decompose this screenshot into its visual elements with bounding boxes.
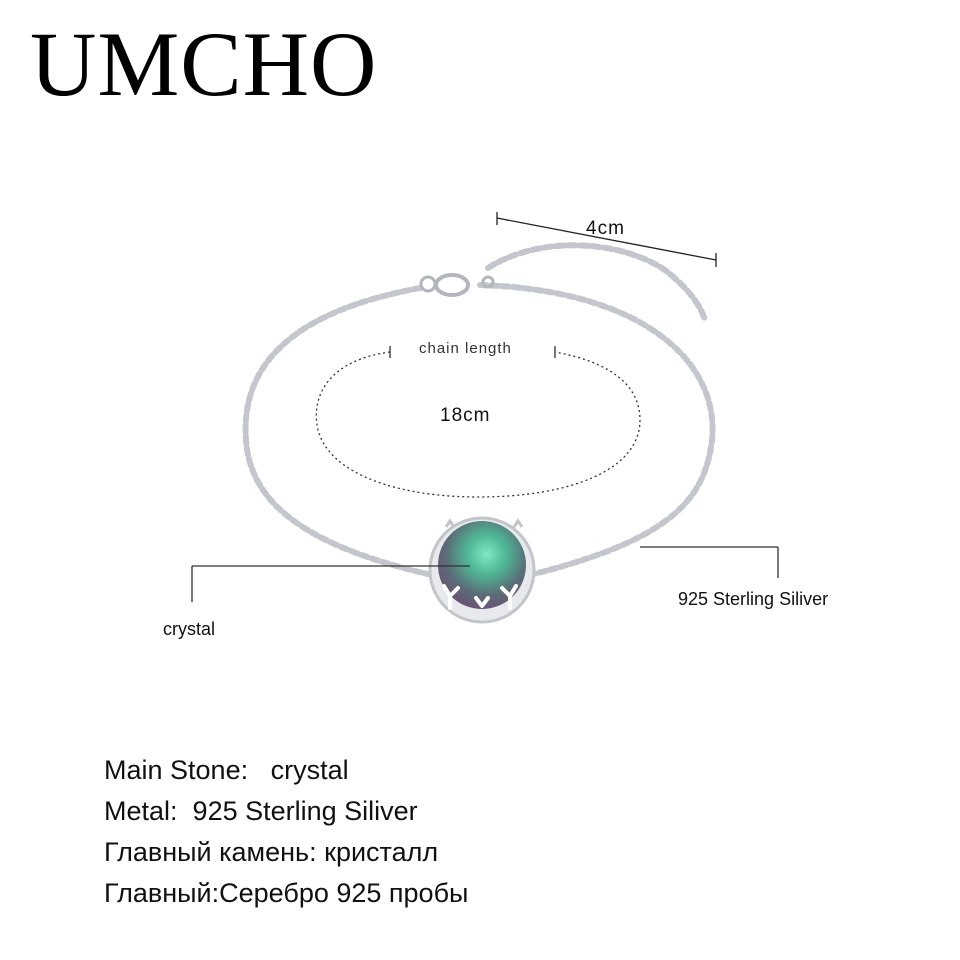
spec-value: кристалл — [324, 837, 439, 867]
spec-row-main-stone: Main Stone: crystal — [104, 750, 468, 791]
spec-row-metal-ru: Главный:Серебро 925 пробы — [104, 873, 468, 914]
spec-value: 925 Sterling Siliver — [192, 796, 418, 826]
spec-list: Main Stone: crystal Metal: 925 Sterling … — [104, 750, 468, 914]
spec-row-main-stone-ru: Главный камень: кристалл — [104, 832, 468, 873]
extender-dimension-line — [496, 212, 717, 267]
spec-value: crystal — [270, 755, 349, 785]
metal-callout-line — [640, 546, 779, 578]
spec-key: Metal: — [104, 796, 178, 826]
spec-value: Серебро 925 пробы — [219, 878, 469, 908]
lobster-clasp-icon — [419, 273, 495, 297]
bracelet-chain-icon — [242, 242, 716, 578]
metal-callout-label: 925 Sterling Siliver — [678, 589, 829, 609]
crystal-callout-line — [191, 565, 470, 602]
crystal-pendant-icon — [428, 516, 536, 624]
chain-length-label: 18cm — [440, 405, 491, 426]
chain-length-diagram — [315, 346, 641, 498]
spec-key: Main Stone: — [104, 755, 249, 785]
spec-key: Главный камень: — [104, 837, 317, 867]
stone-callout-label: crystal — [163, 619, 216, 639]
chain-length-caption: chain length — [419, 340, 512, 357]
extender-length-label: 4cm — [586, 218, 625, 239]
brand-logo: UMCHO — [30, 13, 378, 115]
spec-row-metal: Metal: 925 Sterling Siliver — [104, 791, 468, 832]
spec-key: Главный: — [104, 878, 220, 908]
